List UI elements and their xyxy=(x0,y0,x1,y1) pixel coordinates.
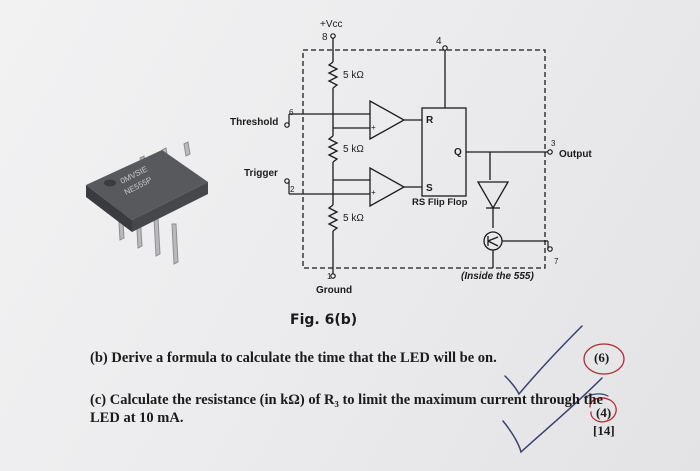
resistor-label-1: 5 kΩ xyxy=(343,70,364,81)
question-c-line2: LED at 10 mA. xyxy=(90,410,184,426)
figure-label: Fig. 6(b) xyxy=(290,312,358,328)
circled-mark-6 xyxy=(583,343,625,375)
tick-mark-b xyxy=(504,325,583,396)
vcc-label: +Vcc xyxy=(320,19,343,30)
inside-555-label: (Inside the 555) xyxy=(461,271,534,282)
plus-sign-lower: + xyxy=(371,188,376,197)
question-c-line1: (c) Calculate the resistance (in kΩ) of … xyxy=(90,392,603,408)
ff-s-label: S xyxy=(426,183,433,194)
ff-r-label: R xyxy=(426,115,434,126)
pin-4-terminal xyxy=(442,45,448,51)
tick-mark-c xyxy=(502,377,603,454)
output-label: Output xyxy=(559,149,592,160)
resistor-label-2: 5 kΩ xyxy=(343,144,364,155)
pin-8-label: 8 xyxy=(322,32,328,43)
question-b: (b) Derive a formula to calculate the ti… xyxy=(90,350,497,366)
pin-3-terminal xyxy=(547,149,553,155)
output-buffer xyxy=(476,181,510,210)
ground-label: Ground xyxy=(316,285,353,296)
discharge-transistor xyxy=(483,231,503,251)
pin-8-terminal xyxy=(330,33,336,39)
trigger-label: Trigger xyxy=(244,168,278,179)
resistor-label-3: 5 kΩ xyxy=(343,213,364,224)
marks-total: [14] xyxy=(593,423,615,438)
resistor-r1 xyxy=(327,61,339,89)
marks-b: (6) xyxy=(594,350,610,365)
resistor-r3 xyxy=(327,204,339,232)
pin-4-label: 4 xyxy=(436,36,442,47)
circled-mark-4 xyxy=(589,397,617,423)
pin-2-label: 2 xyxy=(290,185,295,194)
comparator-upper xyxy=(369,99,406,141)
threshold-label: Threshold xyxy=(230,117,279,128)
underline-scribble xyxy=(584,393,609,398)
plus-sign-upper: + xyxy=(371,123,376,132)
ff-q-label: Q xyxy=(454,147,462,158)
ic-chip-image: 0MVSIE NE555P xyxy=(86,141,208,265)
marks-c: (4) xyxy=(596,405,612,420)
pin-7-label: 7 xyxy=(554,257,559,266)
chip-outline xyxy=(302,49,546,269)
pin-3-label: 3 xyxy=(551,139,556,148)
pin-1-label: 1 xyxy=(327,272,332,281)
pin-6-label: 6 xyxy=(289,108,294,117)
comparator-lower xyxy=(369,166,406,208)
resistor-r2 xyxy=(327,135,339,163)
rs-flip-flop-caption: RS Flip Flop xyxy=(412,197,468,208)
pin-1-terminal xyxy=(330,273,336,279)
